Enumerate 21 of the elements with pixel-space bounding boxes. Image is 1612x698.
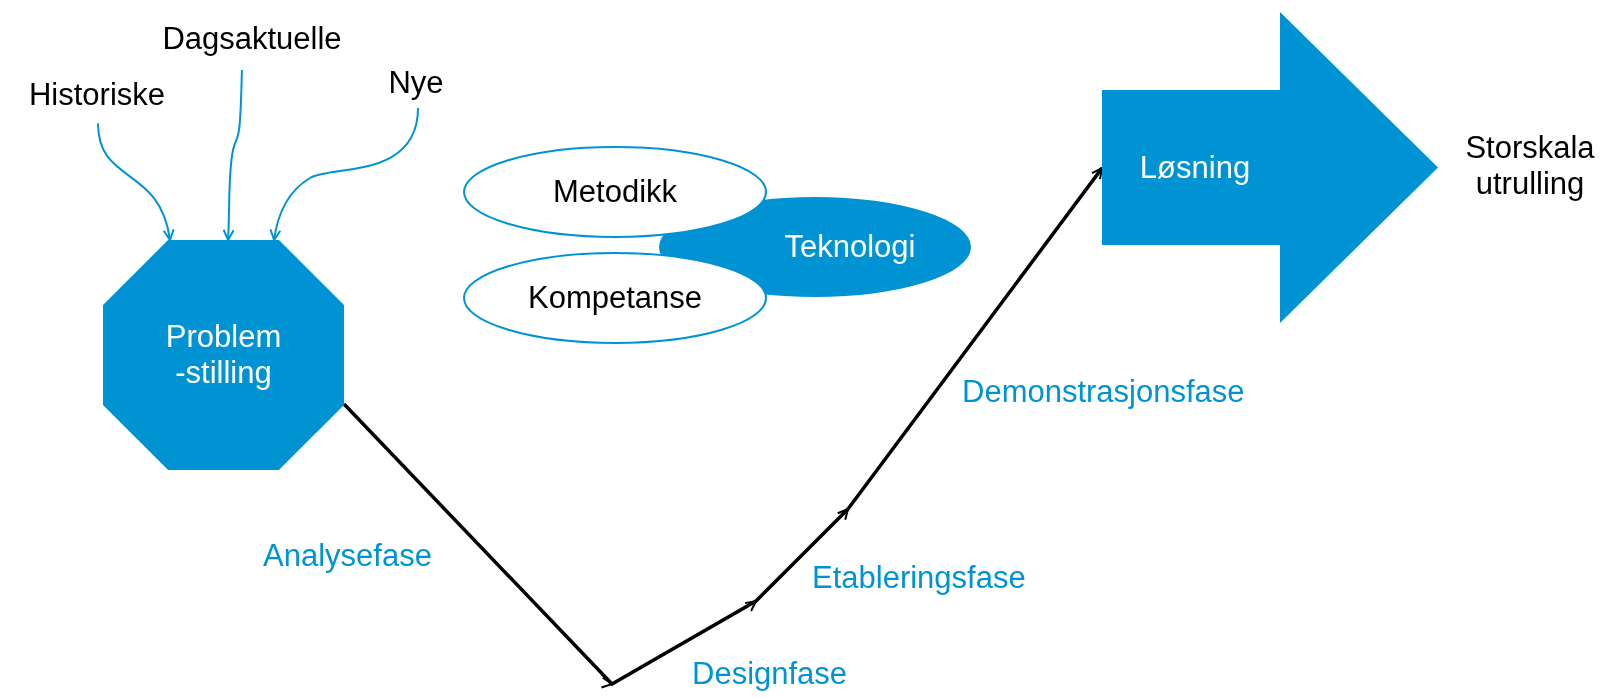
- ellipse-shape: [463, 252, 767, 344]
- phase-label: Designfase: [692, 656, 848, 692]
- node-label: Metodikk: [552, 174, 677, 210]
- phase-label: Etableringsfase: [812, 560, 1026, 596]
- arrow: [342, 167, 1104, 689]
- arrow: [97, 122, 174, 241]
- ellipse-shape: [463, 146, 767, 238]
- node-label: Kompetanse: [527, 280, 703, 316]
- phase-label: Analysefase: [263, 538, 432, 574]
- arrow: [222, 69, 243, 241]
- node-label: Problem -stilling: [164, 319, 283, 391]
- arrow: [269, 107, 419, 241]
- text-label: Nye: [380, 62, 452, 104]
- node-label: Løsning: [1139, 149, 1251, 186]
- node-label: Teknologi: [783, 229, 916, 265]
- phase-label: Demonstrasjonsfase: [962, 374, 1245, 410]
- block-arrow: [1102, 12, 1438, 323]
- text-label: Dagsaktuelle: [140, 18, 364, 60]
- text-label: Storskala utrulling: [1464, 130, 1596, 202]
- octagon-shape: [103, 240, 344, 470]
- text-label: Historiske: [12, 74, 182, 116]
